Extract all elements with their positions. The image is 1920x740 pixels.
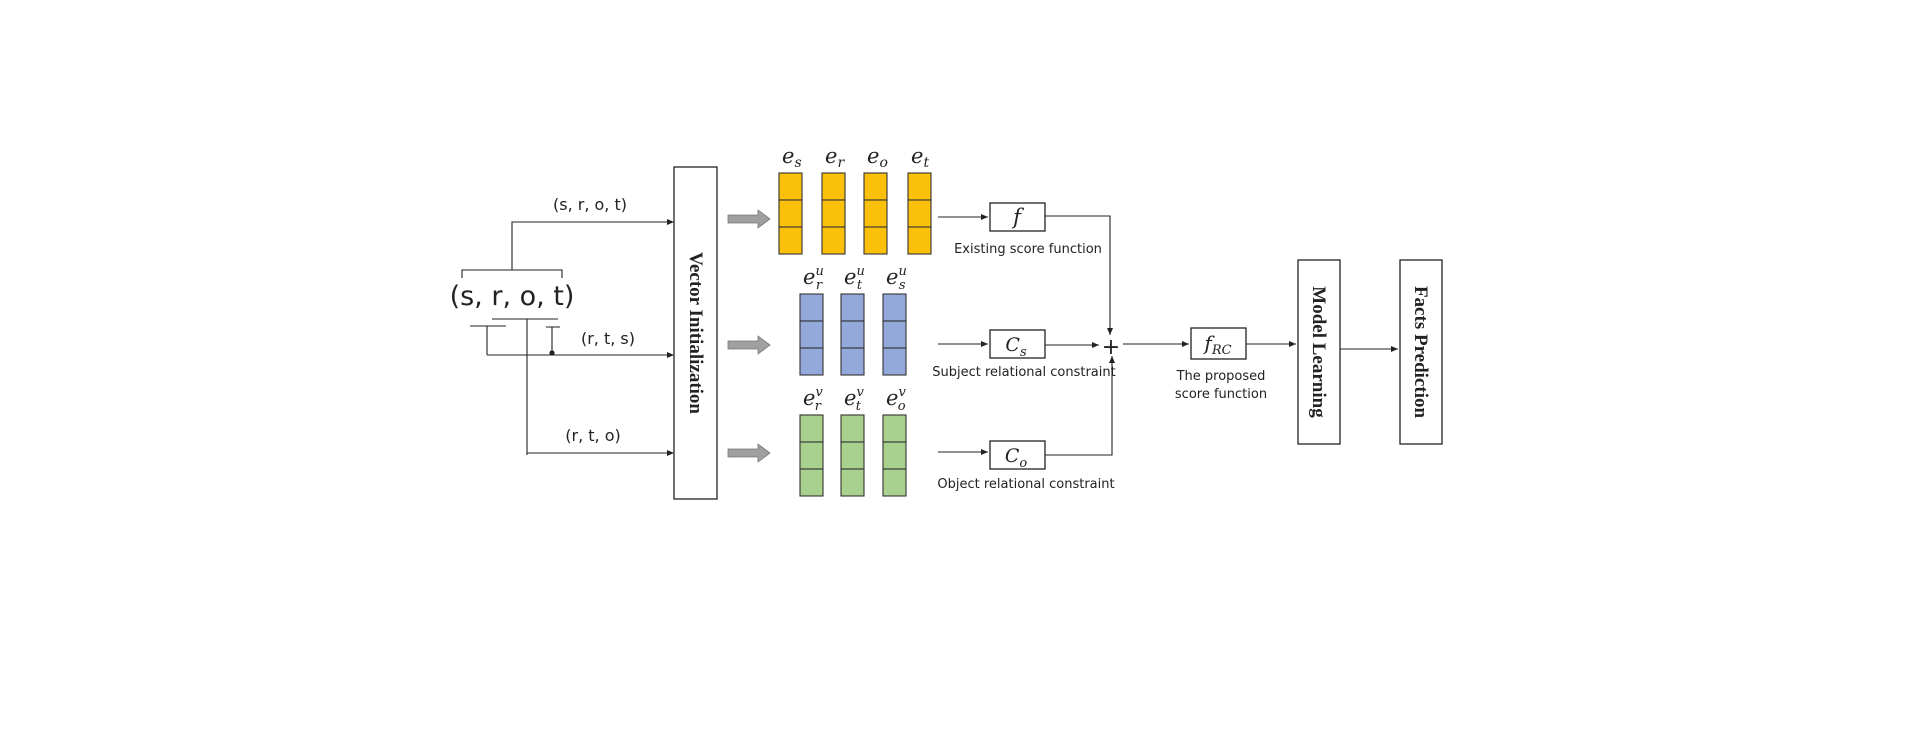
embedding-cell xyxy=(863,172,888,201)
embedding-cell xyxy=(840,293,865,322)
frc-caption-line1: The proposed xyxy=(1176,369,1266,384)
branch-mid-label: (r, t, s) xyxy=(581,329,635,348)
model-learning-label: Model Learning xyxy=(1308,286,1329,418)
co-to-plus-line xyxy=(1045,356,1115,456)
embedding-cell xyxy=(821,226,846,255)
model-learning-box xyxy=(1297,259,1341,445)
f-to-plus-line xyxy=(1045,215,1113,335)
vector-init-label: Vector Initialization xyxy=(685,252,706,414)
cs-symbol: Cs xyxy=(1005,334,1027,360)
gray-arrow-bot xyxy=(727,443,771,463)
embedding-label: es xyxy=(782,144,802,171)
branch-top-line xyxy=(511,219,674,252)
f-box xyxy=(989,202,1046,232)
embedding-cell xyxy=(799,441,824,470)
embedding-vector-existing-2: er xyxy=(821,144,846,255)
embedding-cell xyxy=(799,414,824,443)
embedding-cell xyxy=(907,172,932,201)
embedding-cell xyxy=(799,347,824,376)
embedding-cell xyxy=(799,468,824,497)
f-symbol: f xyxy=(1011,205,1024,229)
branch-mid-junction xyxy=(549,350,555,356)
input-mid-tick-s xyxy=(470,325,506,355)
embedding-cell xyxy=(799,293,824,322)
vector-init-box xyxy=(673,166,718,500)
branch-top-label: (s, r, o, t) xyxy=(553,195,627,214)
cs-box xyxy=(989,329,1046,359)
co-caption: Object relational constraint xyxy=(937,477,1114,492)
embedding-cell xyxy=(882,320,907,349)
gray-arrow-top xyxy=(727,209,771,229)
embedding-label: er xyxy=(825,144,845,171)
co-symbol: Co xyxy=(1005,445,1028,471)
embedding-cell xyxy=(882,347,907,376)
embedding-cell xyxy=(863,226,888,255)
input-tuple: (s, r, o, t) xyxy=(450,281,575,312)
f-caption: Existing score function xyxy=(954,242,1102,257)
embedding-cell xyxy=(840,347,865,376)
embedding-cell xyxy=(778,199,803,228)
embedding-vector-existing-4: et xyxy=(907,144,932,255)
co-box xyxy=(989,440,1046,470)
embedding-cell xyxy=(882,468,907,497)
branch-bot-label: (r, t, o) xyxy=(565,426,620,445)
embedding-vector-existing-1: es xyxy=(778,144,803,255)
embedding-cell xyxy=(821,199,846,228)
gray-arrow-mid xyxy=(727,335,771,355)
frc-box xyxy=(1190,327,1247,360)
embedding-cell xyxy=(840,414,865,443)
input-top-bracket xyxy=(461,252,563,278)
embedding-label: eo xyxy=(867,144,888,171)
embedding-cell xyxy=(882,441,907,470)
embedding-label: et xyxy=(911,144,929,171)
frc-caption-line2: score function xyxy=(1175,387,1267,402)
facts-prediction-label: Facts Prediction xyxy=(1410,286,1431,419)
embedding-cell xyxy=(778,172,803,201)
embedding-cell xyxy=(799,320,824,349)
embedding-cell xyxy=(863,199,888,228)
embedding-cell xyxy=(840,468,865,497)
input-mid-tick-t xyxy=(546,326,560,353)
embedding-cell xyxy=(882,293,907,322)
embedding-cell xyxy=(821,172,846,201)
embedding-cell xyxy=(840,320,865,349)
embedding-cell xyxy=(907,226,932,255)
embedding-cell xyxy=(840,441,865,470)
facts-prediction-box xyxy=(1399,259,1443,445)
plus-symbol: + xyxy=(1102,335,1120,360)
input-mid-tick-r xyxy=(492,318,558,455)
embedding-cell xyxy=(778,226,803,255)
cs-caption: Subject relational constraint xyxy=(932,365,1115,380)
embedding-cell xyxy=(907,199,932,228)
embedding-vector-existing-3: eo xyxy=(863,144,888,255)
embedding-cell xyxy=(882,414,907,443)
